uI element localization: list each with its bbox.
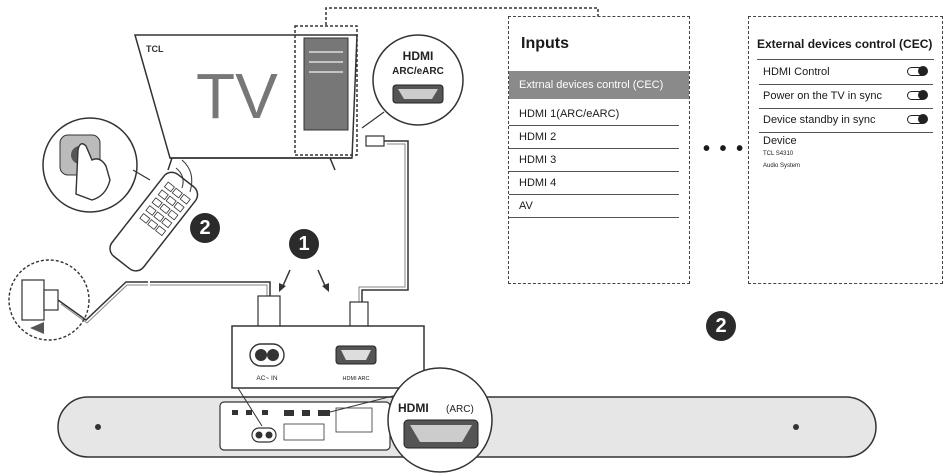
remote-control <box>109 171 199 272</box>
hdmi-callout-bottom <box>387 367 493 473</box>
step-2-badge-right: 2 <box>706 311 736 341</box>
hdmi-plug-tv <box>365 135 385 147</box>
menu-item-hdmi2[interactable]: HDMI 2 <box>509 126 679 149</box>
cec-row-label: Device standby in sync <box>763 114 876 126</box>
hdmi-control-toggle[interactable] <box>907 66 928 76</box>
ellipsis: • • • <box>703 138 746 160</box>
hdmi-logo-top: HDMI <box>403 49 434 63</box>
menu-link-line <box>325 7 599 25</box>
power-outlet <box>8 259 90 341</box>
tv-brand: TCL <box>146 44 164 54</box>
cec-row-label: Power on the TV in sync <box>763 90 883 102</box>
tv-input-highlight <box>294 25 358 156</box>
step-1-badge: 1 <box>289 229 319 259</box>
cec-panel-title: External devices control (CEC) <box>757 37 933 51</box>
step-2-badge-left: 2 <box>190 213 220 243</box>
menu-item-av[interactable]: AV <box>509 195 679 218</box>
device-label: Device <box>763 135 797 147</box>
power-lead-line <box>237 387 263 427</box>
menu-item-hdmi3[interactable]: HDMI 3 <box>509 149 679 172</box>
hdmi-arc-label-top: ARC/eARC <box>392 66 444 77</box>
tv-label: TV <box>196 60 278 132</box>
hdmi-arc-port-label: HDMI ARC <box>343 376 370 382</box>
device-type: Audio System <box>763 163 801 169</box>
cec-row-label: HDMI Control <box>763 66 830 78</box>
menu-item-cec[interactable]: Extrnal devices control (CEC) <box>509 71 689 99</box>
inputs-menu: Inputs Extrnal devices control (CEC) HDM… <box>508 16 690 284</box>
ac-in-label: AC~ IN <box>256 375 277 382</box>
hdmi-cable <box>361 140 409 302</box>
tv-screen <box>134 34 358 171</box>
cec-row-hdmi-control[interactable]: HDMI Control <box>759 61 933 85</box>
tv-input-panel <box>303 37 349 131</box>
menu-item-hdmi4[interactable]: HDMI 4 <box>509 172 679 195</box>
cec-row-standby-sync[interactable]: Device standby in sync <box>759 109 933 133</box>
cec-panel: External devices control (CEC) HDMI Cont… <box>748 16 943 284</box>
power-on-sync-toggle[interactable] <box>907 90 928 100</box>
hdmi-callout-top <box>361 34 464 129</box>
inputs-menu-list: Extrnal devices control (CEC) HDMI 1(ARC… <box>509 71 689 218</box>
hdmi-arc-label-bottom: (ARC) <box>446 404 474 415</box>
menu-item-hdmi1[interactable]: HDMI 1(ARC/eARC) <box>509 103 679 126</box>
standby-sync-toggle[interactable] <box>907 114 928 124</box>
connector-panel <box>231 325 425 389</box>
hdmi-logo-bottom: HDMI <box>398 401 429 415</box>
cec-row-power-on-sync[interactable]: Power on the TV in sync <box>759 85 933 109</box>
device-name: TCL S4310 <box>763 151 794 157</box>
inputs-menu-title: Inputs <box>521 35 569 52</box>
power-cable <box>57 281 271 321</box>
remote-callout <box>42 117 151 213</box>
